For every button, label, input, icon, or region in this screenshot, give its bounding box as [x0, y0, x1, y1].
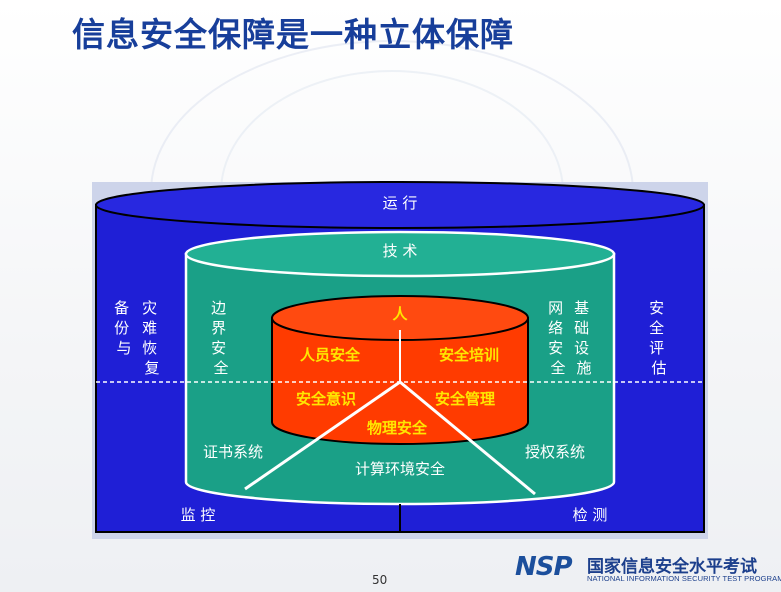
label-detection: 检 测: [573, 506, 608, 524]
label-backup: 备 份 与: [114, 299, 134, 357]
label-security-management: 安全管理: [435, 390, 495, 408]
page-number: 50: [372, 573, 388, 587]
radial-line-right: [399, 380, 536, 496]
label-security-training: 安全培训: [439, 346, 499, 364]
label-computing-env-security: 计算环境安全: [355, 460, 445, 478]
radial-line-left: [244, 380, 401, 491]
middle-top-ellipse: [184, 230, 616, 278]
label-network-security: 网 络 安 全: [548, 299, 568, 377]
outer-top-ellipse: [95, 181, 705, 229]
slide-title: 信息安全保障是一种立体保障: [72, 15, 514, 54]
logo-mark: NSP: [515, 552, 573, 582]
label-security-awareness: 安全意识: [296, 390, 356, 408]
label-infrastructure: 基 础 设 施: [574, 299, 594, 377]
logo-english-name: NATIONAL INFORMATION SECURITY TEST PROGR…: [587, 574, 781, 583]
label-security-assessment: 安 全 评 估: [649, 299, 669, 377]
logo-chinese-name: 国家信息安全水平考试: [587, 557, 757, 577]
label-personnel-security: 人员安全: [300, 346, 361, 364]
label-disaster-recovery: 灾 难 恢 复: [142, 299, 162, 377]
label-certificate-system: 证书系统: [203, 443, 263, 461]
label-operation: 运 行: [383, 194, 418, 212]
label-technology: 技 术: [383, 242, 418, 260]
label-monitoring: 监 控: [181, 506, 216, 524]
nsp-logo: NSP 国家信息安全水平考试 NATIONAL INFORMATION SECU…: [515, 552, 781, 588]
label-authorization-system: 授权系统: [525, 443, 585, 461]
label-physical-security: 物理安全: [367, 419, 428, 437]
label-people: 人: [392, 305, 408, 323]
label-boundary-security: 边 界 安 全: [211, 299, 231, 377]
